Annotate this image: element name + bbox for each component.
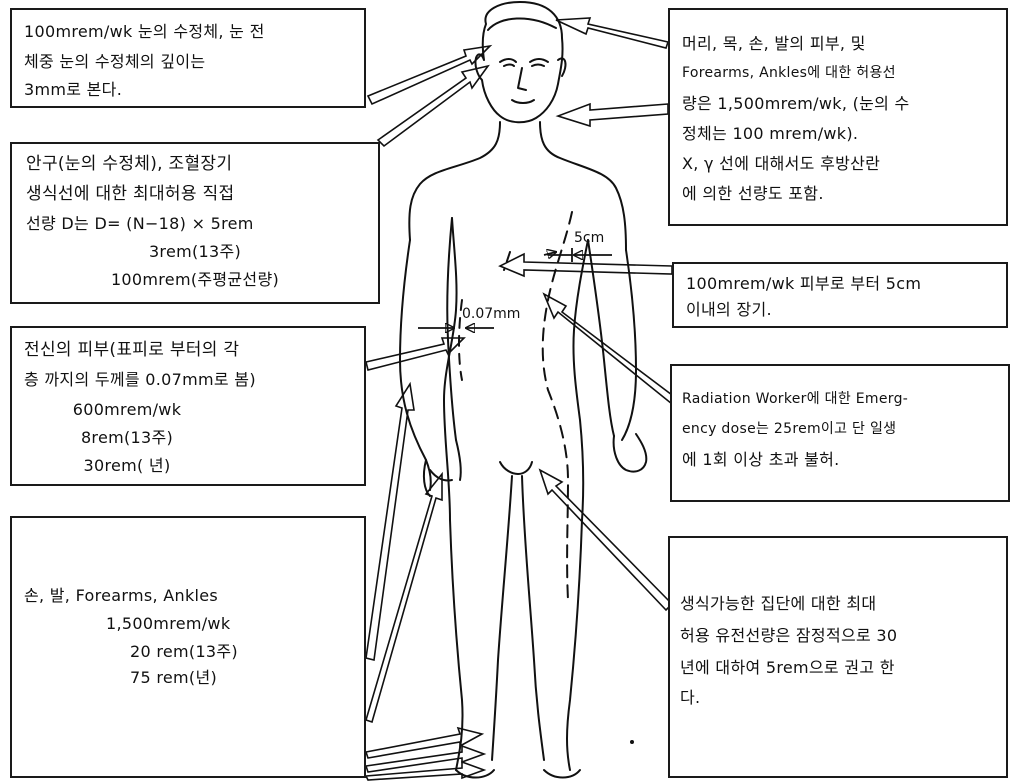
arrow-to-eye <box>368 46 490 104</box>
arrow-to-gonads <box>540 470 672 610</box>
left-leg-outer <box>450 520 463 770</box>
whole-skin-line-5: 30rem( 년) <box>12 458 242 474</box>
extremities-line-4: 75 rem(년) <box>130 670 217 686</box>
right-hand <box>614 434 647 472</box>
extremities-line-1: 손, 발, Forearms, Ankles <box>24 588 218 604</box>
head-outline <box>475 2 562 122</box>
head-neck-line-4: 정체는 100 mrem/wk). <box>682 126 858 142</box>
right-leg-outer <box>567 520 582 770</box>
label-5cm: 5cm <box>574 230 604 246</box>
arrow-to-ankle <box>366 746 484 772</box>
organ-5cm-line-2: 이내의 장기. <box>686 302 772 318</box>
arrow-to-hand <box>366 474 442 722</box>
arrow-to-foot <box>366 762 484 780</box>
head-neck-line-5: X, γ 선에 대해서도 후방산란 <box>682 156 880 172</box>
extremities-line-2: 1,500mrem/wk <box>106 616 230 632</box>
left-leg-inner <box>492 476 512 760</box>
arrow-to-eye-2 <box>378 66 488 146</box>
critical-organs-line-4: 3rem(13주) <box>12 244 378 260</box>
torso-right-side <box>573 240 588 520</box>
emergency-line-3: 에 1회 이상 초과 불허. <box>682 452 840 468</box>
arrow-to-leg <box>366 728 482 758</box>
whole-skin-line-3: 600mrem/wk <box>12 402 242 418</box>
critical-organs-box: 안구(눈의 수정체), 조혈장기 생식선에 대한 최대허용 직접 선량 D는 D… <box>10 142 380 304</box>
left-arm-outer <box>400 240 431 490</box>
head-neck-line-3: 량은 1,500mrem/wk, (눈의 수 <box>682 96 910 112</box>
head-neck-line-1: 머리, 목, 손, 발의 피부, 및 <box>682 36 866 52</box>
emergency-dose-box: Radiation Worker에 대한 Emerg- ency dose는 2… <box>670 364 1010 502</box>
eye-lens-line-2: 체중 눈의 수정체의 깊이는 <box>24 54 205 70</box>
genetic-line-2: 허용 유전선량은 잠정적으로 30 <box>680 628 897 644</box>
genetic-line-1: 생식가능한 집단에 대한 최대 <box>680 596 876 612</box>
right-arm-outer <box>622 250 636 440</box>
critical-organs-line-2: 생식선에 대한 최대허용 직접 <box>26 186 234 203</box>
organ-5cm-line-1: 100mrem/wk 피부로 부터 5cm <box>686 276 921 292</box>
right-arm-inner <box>588 240 614 436</box>
genetic-line-4: 다. <box>680 690 700 706</box>
critical-organs-line-5: 100mrem(주평균선량) <box>12 272 378 288</box>
left-shoulder-outline <box>409 122 500 240</box>
extremities-box: 손, 발, Forearms, Ankles 1,500mrem/wk 20 r… <box>10 516 366 778</box>
arrow-to-organ <box>500 254 672 276</box>
head-neck-skin-box: 머리, 목, 손, 발의 피부, 및 Forearms, Ankles에 대한 … <box>668 8 1008 226</box>
label-007mm: 0.07mm <box>462 306 520 322</box>
head-neck-line-2: Forearms, Ankles에 대한 허용선 <box>682 66 896 80</box>
eye-lens-line-1: 100mrem/wk 눈의 수정체, 눈 전 <box>24 24 265 40</box>
critical-organs-line-1: 안구(눈의 수정체), 조혈장기 <box>26 156 232 173</box>
emergency-line-2: ency dose는 25rem이고 단 일생 <box>682 422 896 436</box>
organ-5cm-box: 100mrem/wk 피부로 부터 5cm 이내의 장기. <box>672 262 1008 328</box>
whole-skin-box: 전신의 피부(표피로 부터의 각 층 까지의 두께를 0.07mm로 봄) 60… <box>10 326 366 486</box>
right-leg-inner <box>522 476 544 760</box>
arrow-to-neck <box>558 104 668 126</box>
arrow-to-torso <box>544 294 676 404</box>
whole-skin-line-1: 전신의 피부(표피로 부터의 각 <box>24 342 239 359</box>
arrow-to-head-top <box>556 18 668 48</box>
whole-skin-line-4: 8rem(13주) <box>12 430 242 446</box>
arrow-to-arm <box>366 384 414 660</box>
emergency-line-1: Radiation Worker에 대한 Emerg- <box>682 392 908 406</box>
critical-organs-line-3: 선량 D는 D= (N−18) × 5rem <box>26 216 254 232</box>
head-neck-line-6: 에 의한 선량도 포함. <box>682 186 824 202</box>
whole-skin-line-2: 층 까지의 두께를 0.07mm로 봄) <box>24 372 256 388</box>
genetic-dose-box: 생식가능한 집단에 대한 최대 허용 유전선량은 잠정적으로 30 년에 대하여… <box>668 536 1008 778</box>
eye-lens-line-3: 3mm로 본다. <box>24 82 122 98</box>
genetic-line-3: 년에 대하여 5rem으로 권고 한 <box>680 660 895 676</box>
eye-lens-box: 100mrem/wk 눈의 수정체, 눈 전 체중 눈의 수정체의 깊이는 3m… <box>10 8 366 108</box>
extremities-line-3: 20 rem(13주) <box>130 644 238 660</box>
